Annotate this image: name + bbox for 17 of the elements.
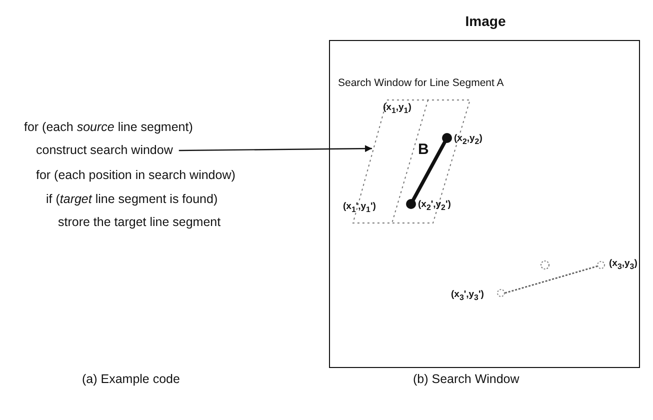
segment-label: B	[418, 142, 429, 157]
coordinate-label: (x$_{3}$,y$_{3}$)	[609, 258, 638, 273]
panel-title: Image	[464, 14, 507, 29]
code-line: for (each source line segment)	[24, 120, 193, 135]
coordinate-label: (x$_{2}$,y$_{2}$)	[454, 133, 482, 148]
code-line: strore the target line segment	[58, 215, 221, 230]
code-line: for (each position in search window)	[36, 168, 236, 183]
code-line: if (target line segment is found)	[46, 192, 218, 207]
coordinate-label: (x$_{3}$',y$_{3}$')	[451, 289, 484, 304]
coordinate-label: (x$_{1}$,y$_{1}$)	[383, 102, 412, 117]
caption: (b) Search Window	[413, 372, 520, 387]
coordinate-label: (x$_{2}$',y$_{2}$')	[418, 199, 451, 214]
code-line: construct search window	[36, 143, 173, 158]
window-title: Search Window for Line Segment A	[338, 76, 504, 91]
caption: (a) Example code	[82, 372, 180, 387]
arrow	[178, 145, 372, 152]
coordinate-label: (x$_{1}$',y$_{1}$')	[343, 201, 376, 216]
